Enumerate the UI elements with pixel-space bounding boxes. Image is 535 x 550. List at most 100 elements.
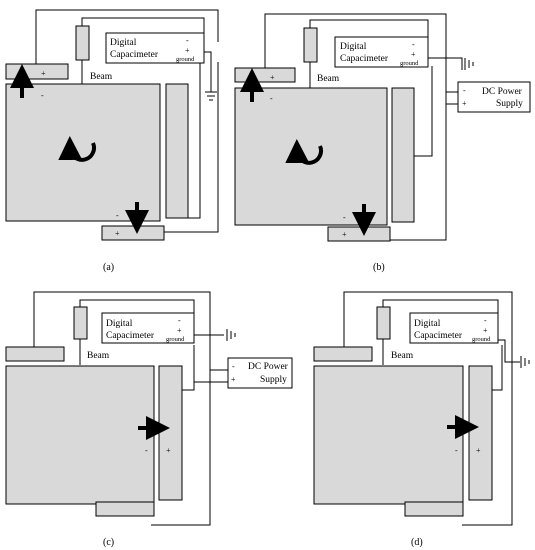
ground-symbol-icon xyxy=(205,91,217,101)
upper-electrode xyxy=(5,63,69,80)
beam-sensor xyxy=(303,27,318,63)
lower-electrode xyxy=(327,226,391,242)
ground-symbol-icon xyxy=(464,58,474,70)
panel-a: Digital Capacimeter - + ground Beam + - … xyxy=(5,9,219,273)
rotation-arrow-icon xyxy=(285,139,323,165)
capacimeter-label-2: Capacimeter xyxy=(340,54,389,64)
power-minus: - xyxy=(463,86,466,95)
capacimeter-label-2: Capacimeter xyxy=(106,331,155,341)
mass-minus-top: - xyxy=(41,91,44,100)
wire-right-loop xyxy=(414,66,433,157)
caption-a: (a) xyxy=(103,262,114,273)
lower-electrode-plus: + xyxy=(115,229,120,238)
wire-left-loop xyxy=(343,291,513,526)
capacimeter-minus: - xyxy=(186,36,189,45)
beam-label: Beam xyxy=(87,351,110,361)
wire-left-loop xyxy=(264,13,447,241)
capacimeter-ground: ground xyxy=(176,56,195,63)
power-supply-box xyxy=(227,357,293,389)
capacimeter-label-1: Digital xyxy=(106,319,133,329)
power-label-2: Supply xyxy=(496,99,523,109)
capacimeter-box xyxy=(105,32,205,64)
side-electrode xyxy=(165,83,189,219)
lower-electrode xyxy=(101,225,165,241)
upper-electrode xyxy=(313,346,373,362)
power-supply-box xyxy=(457,81,531,113)
upper-electrode-plus: + xyxy=(41,69,46,78)
rotation-arrow-icon xyxy=(58,136,96,162)
power-label-1: DC Power xyxy=(248,362,289,372)
wire-ground xyxy=(427,57,463,70)
capacimeter-plus: + xyxy=(177,326,182,335)
capacimeter-ground: ground xyxy=(400,60,419,67)
panel-c: Digital Capacimeter - + ground Beam - + … xyxy=(5,291,293,548)
wire-left-loop xyxy=(33,291,211,526)
mass-minus-side: - xyxy=(455,446,458,455)
side-electrode xyxy=(468,365,493,501)
capacimeter-minus: - xyxy=(412,40,415,49)
capacimeter-label-2: Capacimeter xyxy=(110,50,159,60)
capacimeter-label-1: Digital xyxy=(110,38,137,48)
capacimeter-minus: - xyxy=(484,316,487,325)
wire-sensor-loop xyxy=(81,17,205,42)
upper-electrode xyxy=(5,346,65,362)
beam-sensor xyxy=(75,25,90,61)
capacimeter-label-1: Digital xyxy=(340,42,367,52)
upper-electrode-plus: + xyxy=(270,73,275,82)
wire-bottom-loop xyxy=(163,62,219,233)
power-label-1: DC Power xyxy=(482,87,523,97)
power-label-2: Supply xyxy=(260,375,287,385)
wire-ground xyxy=(498,339,520,363)
capacimeter-plus: + xyxy=(483,326,488,335)
wire-right-loop xyxy=(492,345,503,391)
panel-d: Digital Capacimeter - + ground Beam - + … xyxy=(313,291,530,548)
caption-d: (d) xyxy=(411,537,423,548)
upper-electrode xyxy=(234,67,296,83)
capacimeter-box xyxy=(334,36,429,68)
mass-minus-bottom: - xyxy=(116,211,119,220)
side-electrode xyxy=(158,365,183,501)
mass-minus-side: - xyxy=(145,446,148,455)
panel-b: Digital Capacimeter - + ground Beam - + … xyxy=(234,13,531,273)
caption-b: (b) xyxy=(373,262,385,273)
wire-right-loop xyxy=(188,60,201,219)
lower-electrode xyxy=(404,501,464,517)
capacimeter-label-1: Digital xyxy=(414,319,441,329)
side-electrode xyxy=(391,87,415,223)
beam-label: Beam xyxy=(391,351,414,361)
beam-sensor xyxy=(73,306,88,340)
mass-minus-top: - xyxy=(270,94,273,103)
caption-c: (c) xyxy=(103,537,114,548)
power-plus: + xyxy=(462,99,467,108)
lower-electrode-plus: + xyxy=(342,230,347,239)
wire-left-loop xyxy=(35,9,219,64)
side-electrode-plus: + xyxy=(166,446,171,455)
proof-mass xyxy=(5,365,155,505)
power-plus: + xyxy=(231,375,236,384)
capacimeter-box xyxy=(101,312,195,344)
capacimeter-label-2: Capacimeter xyxy=(414,331,463,341)
mass-minus-bottom: - xyxy=(343,213,346,222)
beam-sensor xyxy=(376,306,391,340)
capacimeter-ground: ground xyxy=(166,336,185,343)
capacimeter-box xyxy=(409,312,499,344)
beam-label: Beam xyxy=(90,72,113,82)
proof-mass xyxy=(234,87,388,226)
capacimeter-ground: ground xyxy=(472,336,491,343)
capacimeter-minus: - xyxy=(178,316,181,325)
proof-mass xyxy=(313,365,464,505)
wire-ground xyxy=(203,51,212,92)
wire-right-loop xyxy=(182,345,195,391)
wire-sensor-loop xyxy=(309,19,429,46)
proof-mass xyxy=(5,83,161,222)
ground-symbol-icon xyxy=(226,329,236,341)
power-minus: - xyxy=(232,362,235,371)
wire-sensor-loop xyxy=(382,299,499,323)
wire-sensor-loop xyxy=(79,299,195,323)
side-electrode-plus: + xyxy=(476,446,481,455)
capacimeter-plus: + xyxy=(411,50,416,59)
ground-symbol-icon xyxy=(520,356,530,368)
lower-electrode xyxy=(95,501,155,517)
capacimeter-plus: + xyxy=(185,46,190,55)
